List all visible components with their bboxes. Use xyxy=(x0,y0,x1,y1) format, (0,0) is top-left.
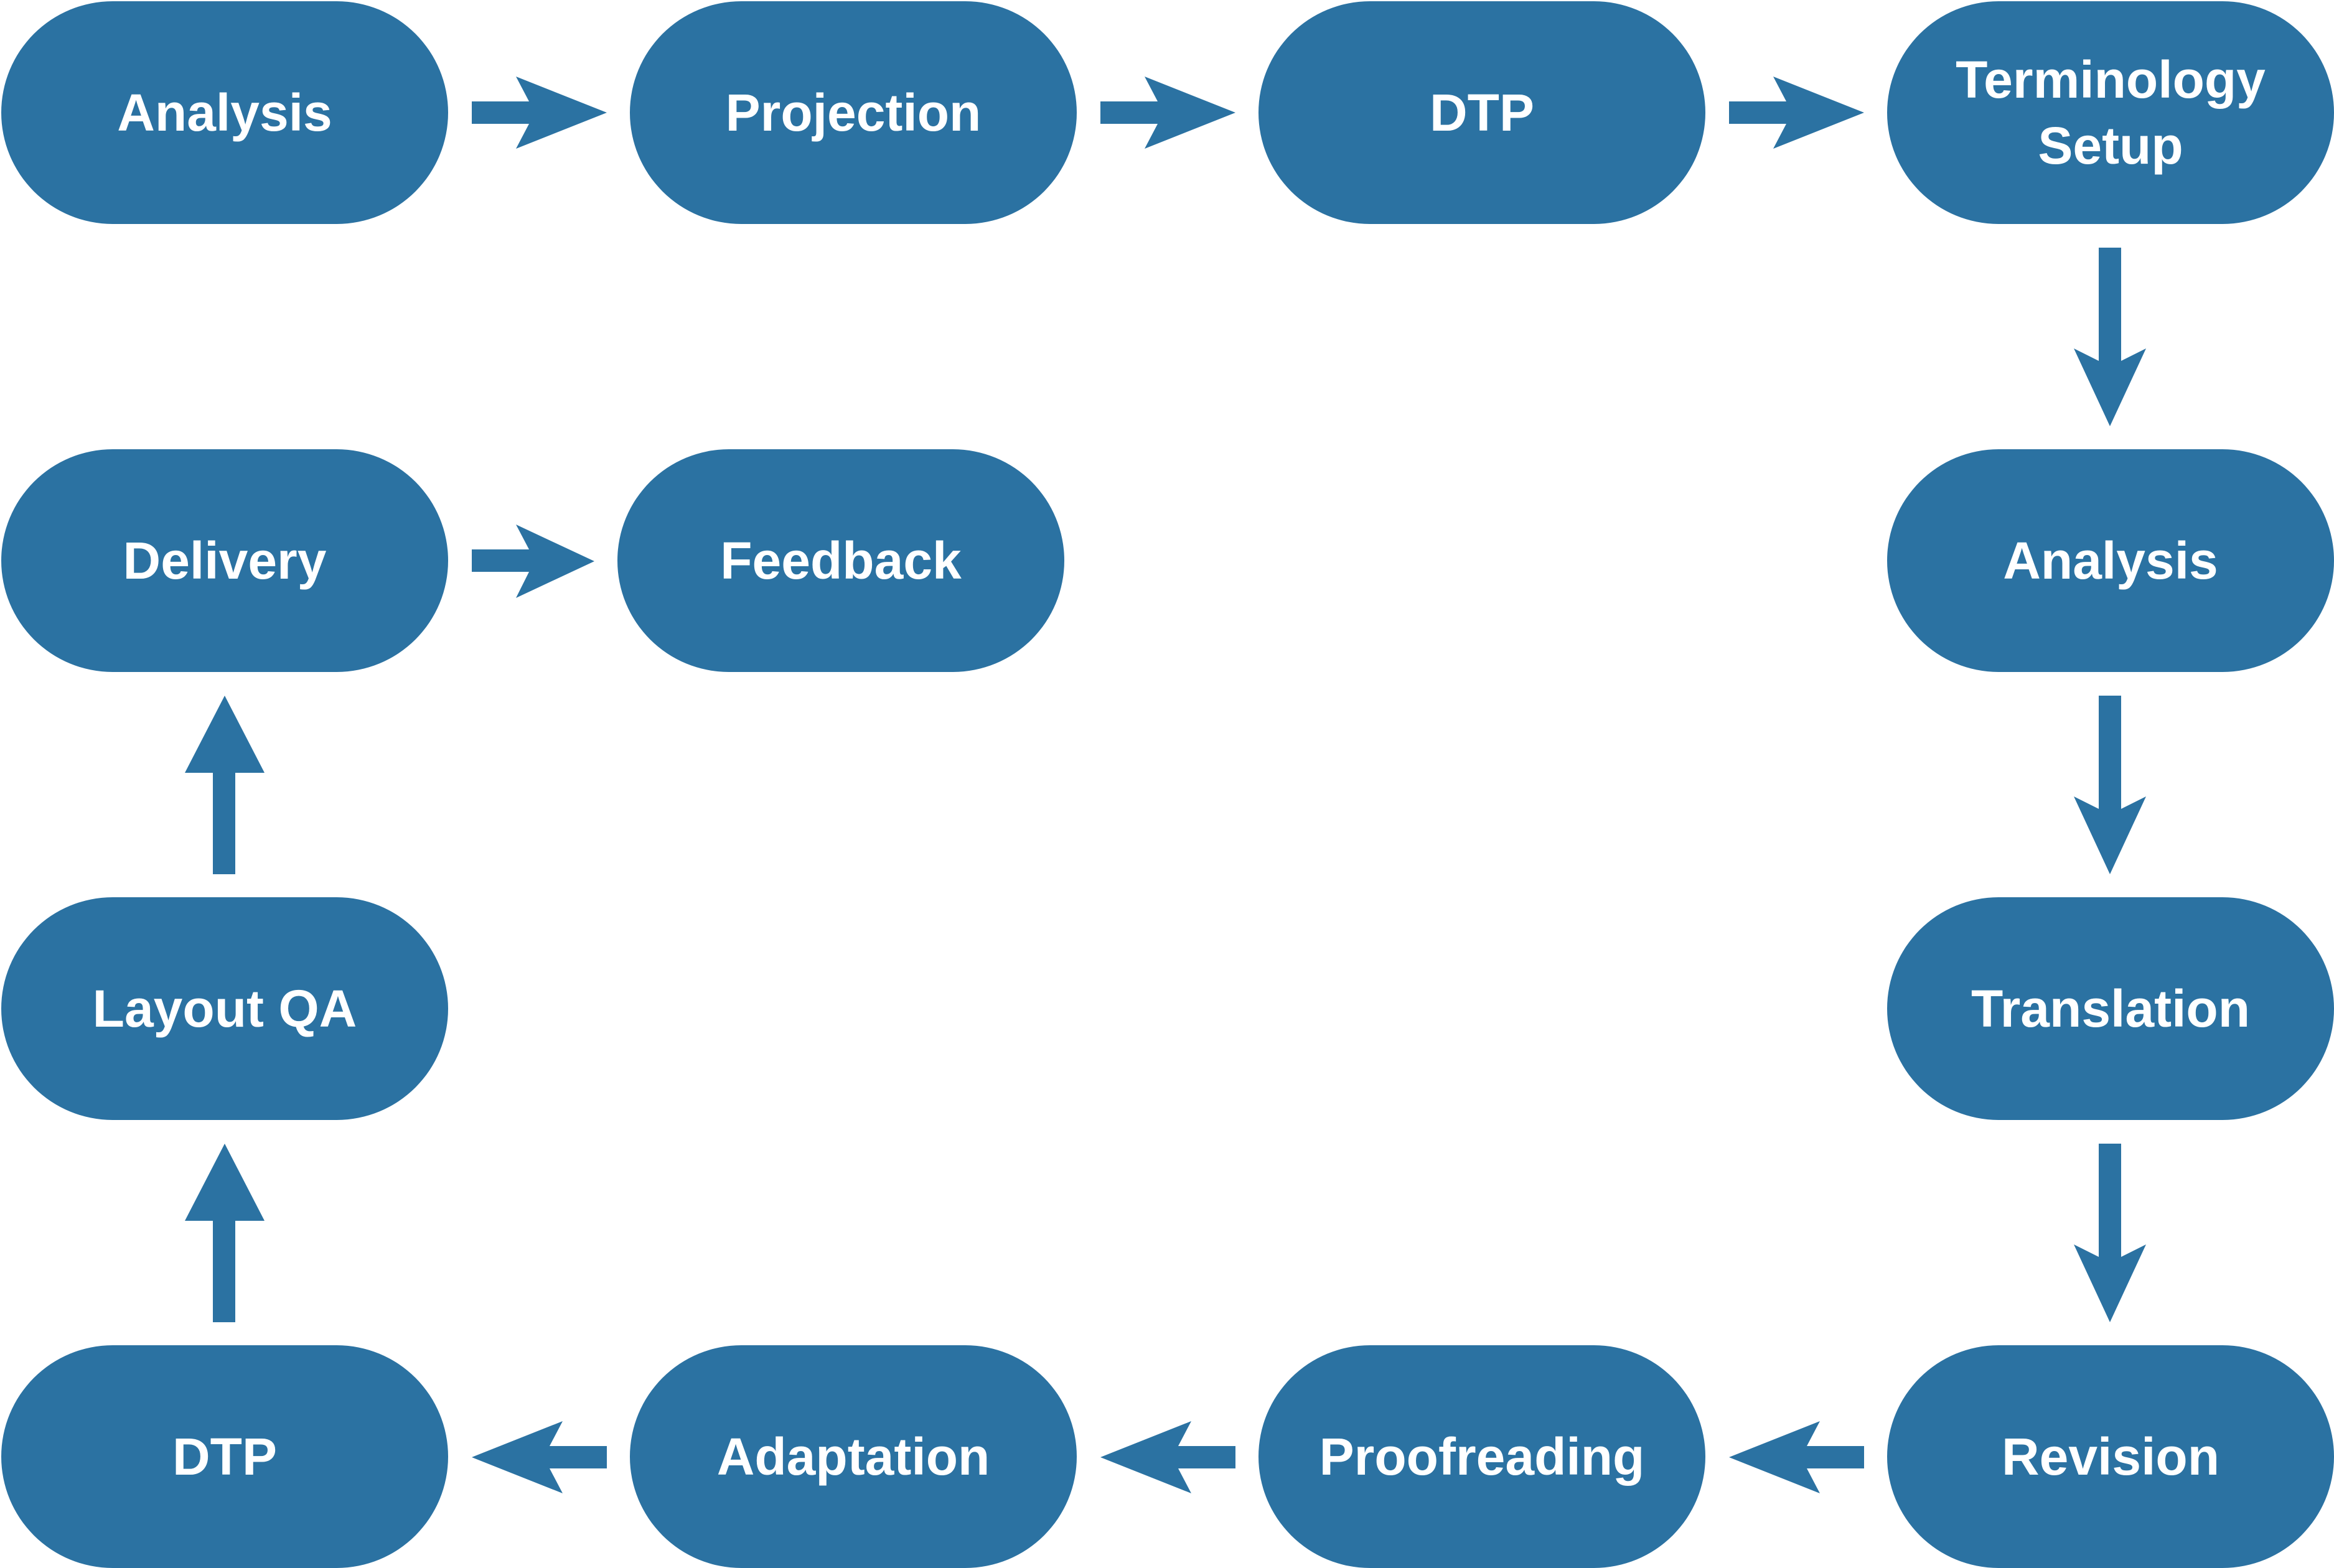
node-proofreading: Proofreading xyxy=(1258,1345,1705,1568)
node-feedback: Feedback xyxy=(617,449,1064,672)
node-analysis-2: Analysis xyxy=(1887,449,2334,672)
node-label: DTP xyxy=(172,1427,277,1486)
node-label: DTP xyxy=(1430,83,1534,142)
node-analysis-1: Analysis xyxy=(1,1,448,224)
arrow-translation-to-revision xyxy=(2074,1144,2146,1322)
node-label: Adaptation xyxy=(716,1427,990,1486)
arrow-layout-qa-to-delivery xyxy=(185,696,265,874)
node-dtp-1: DTP xyxy=(1258,1,1705,224)
node-adaptation: Adaptation xyxy=(630,1345,1077,1568)
node-revision: Revision xyxy=(1887,1345,2334,1568)
arrow-projection-to-dtp xyxy=(1100,77,1235,149)
arrow-adaptation-to-dtp xyxy=(472,1421,607,1493)
node-terminology-setup: Terminology Setup xyxy=(1887,1,2334,224)
node-label: Revision xyxy=(2001,1427,2220,1486)
node-label: Layout QA xyxy=(92,979,357,1038)
node-layout-qa: Layout QA xyxy=(1,897,448,1120)
node-delivery: Delivery xyxy=(1,449,448,672)
node-label: Analysis xyxy=(117,83,332,142)
arrow-proofreading-to-adaptation xyxy=(1100,1421,1235,1493)
node-label: Feedback xyxy=(720,531,962,590)
arrow-dtp-to-terminology-setup xyxy=(1729,77,1864,149)
node-label: Delivery xyxy=(123,531,327,590)
arrow-analysis-to-projection xyxy=(472,77,607,149)
arrow-delivery-to-feedback xyxy=(472,525,594,598)
node-label: Analysis xyxy=(2003,531,2218,590)
node-translation: Translation xyxy=(1887,897,2334,1120)
arrow-revision-to-proofreading xyxy=(1729,1421,1864,1493)
node-label: Translation xyxy=(1971,979,2251,1038)
node-label: Proofreading xyxy=(1319,1427,1645,1486)
node-label: Terminology Setup xyxy=(1956,50,2266,175)
node-dtp-2: DTP xyxy=(1,1345,448,1568)
arrow-terminology-setup-to-analysis xyxy=(2074,248,2146,426)
node-projection: Projection xyxy=(630,1,1077,224)
arrow-dtp-to-layout-qa xyxy=(185,1144,265,1322)
node-label: Projection xyxy=(725,83,982,142)
arrow-analysis-to-translation xyxy=(2074,696,2146,874)
